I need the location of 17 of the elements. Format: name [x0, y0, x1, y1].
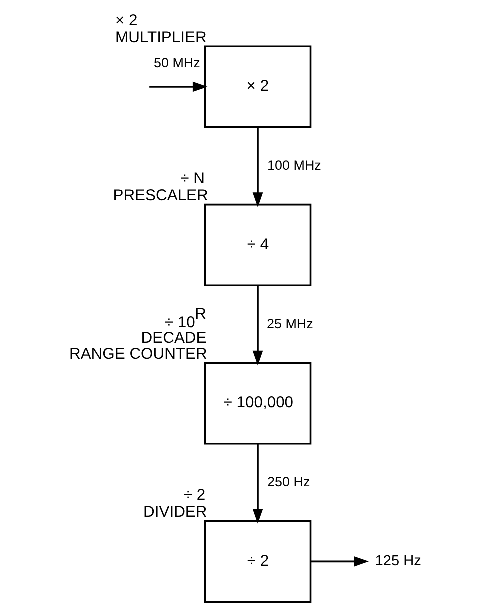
arrow [149, 82, 208, 92]
node-text: 125 Hz [374, 553, 421, 570]
edge-label: 25 MHz [266, 316, 313, 332]
edge-label: 250 Hz [267, 474, 310, 490]
edge-label: 50 MHz [154, 55, 200, 70]
node-label: ÷ N PRESCALER [112, 170, 208, 205]
node-label: ÷ 2 DIVIDER [143, 487, 207, 522]
node-label: × 2 MULTIPLIER [115, 12, 206, 46]
node-box: × 2 [204, 46, 312, 128]
arrow [252, 444, 263, 524]
node-box: ÷ 100,000 [204, 362, 312, 445]
arrow [252, 127, 263, 208]
node-box: ÷ 2 [204, 520, 312, 603]
node-box: ÷ 4 [204, 204, 312, 287]
edge-label: 100 MHz [267, 158, 321, 174]
arrow [252, 286, 263, 366]
arrow [310, 556, 368, 567]
